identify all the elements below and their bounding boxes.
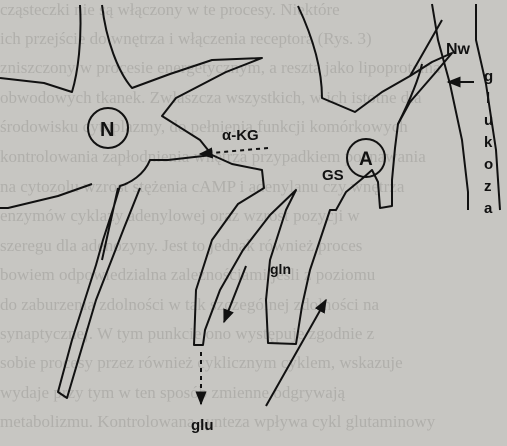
neuron-label: N [100, 119, 114, 141]
vessel-label: Nw [446, 41, 471, 58]
glucose-letter: l [486, 90, 490, 107]
glu-uptake-arrow [266, 300, 326, 406]
glucose-letter: g [484, 68, 493, 85]
glucose-letter: z [484, 178, 492, 195]
neuron-cell-outline [0, 5, 262, 398]
glucose-letter: a [484, 200, 493, 217]
glucose-letter: o [484, 156, 493, 173]
akg-label: α-KG [222, 127, 259, 144]
glucose-label: g l u k o z a [484, 68, 493, 217]
akg-arrow [200, 148, 268, 154]
glucose-letter: k [484, 134, 493, 151]
glucose-letter: u [484, 112, 493, 129]
glu-label: glu [191, 417, 214, 434]
gs-label: GS [322, 167, 344, 184]
gln-label: gln [270, 261, 291, 277]
gln-arrow [224, 266, 246, 322]
astrocyte-label: A [359, 149, 373, 170]
